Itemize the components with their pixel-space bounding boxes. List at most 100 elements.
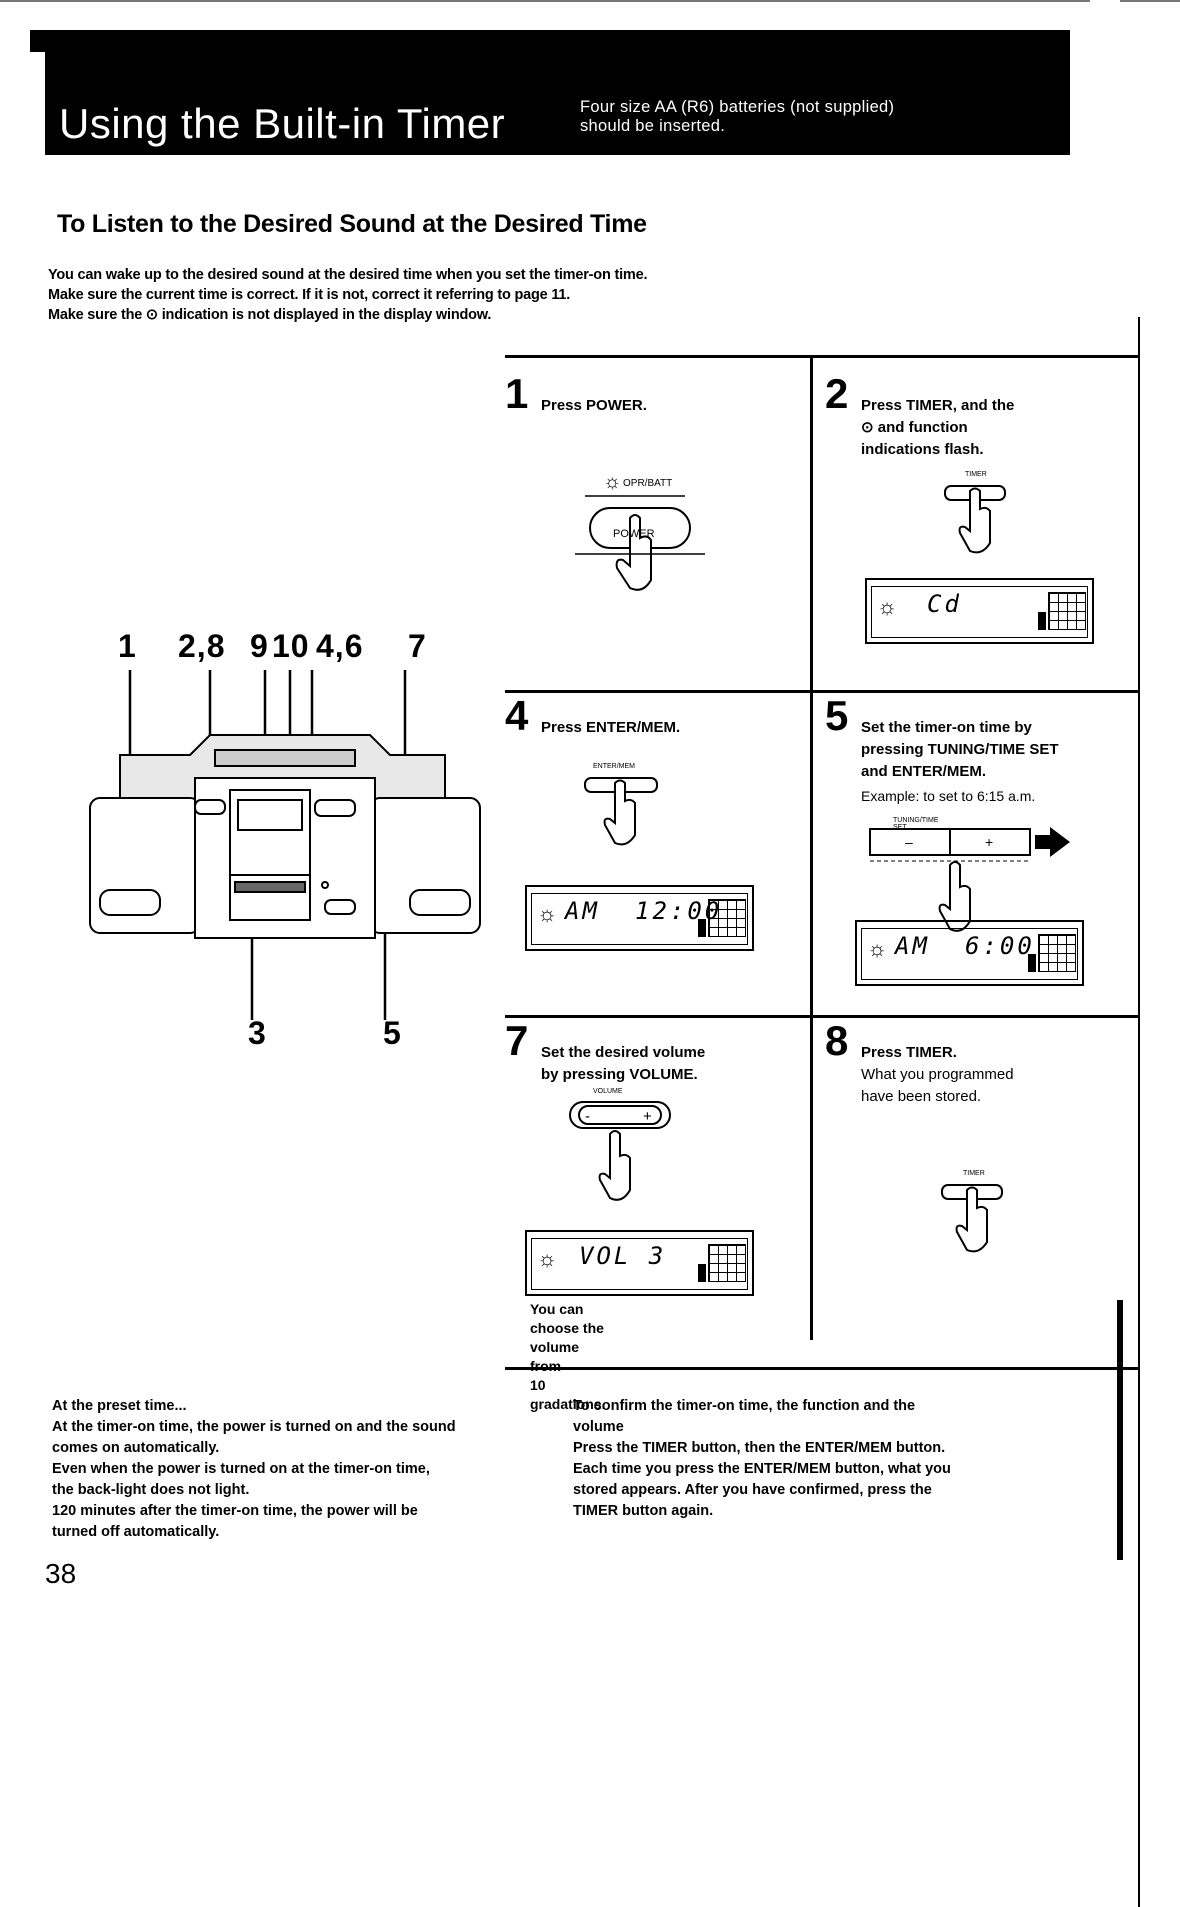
right-margin-thick-rule bbox=[1117, 1300, 1123, 1560]
lcd-ampm: AM bbox=[565, 897, 600, 925]
callout-label: 1 bbox=[118, 628, 137, 664]
step-instruction: Press TIMER. What you programmed have be… bbox=[861, 1042, 1014, 1108]
step-detail-line: What you programmed bbox=[861, 1066, 1014, 1083]
step-footnote: You can choose the volume from 10 gradat… bbox=[530, 1300, 605, 1414]
step-detail-line: have been stored. bbox=[861, 1088, 982, 1105]
lcd-level-grid bbox=[708, 1244, 746, 1282]
lcd-ampm: AM bbox=[895, 932, 930, 960]
lcd-readout: VOL 3 bbox=[579, 1242, 667, 1270]
step-number: 8 bbox=[825, 1017, 849, 1064]
lcd-frame bbox=[531, 893, 748, 945]
header-subtitle-line: Four size AA (R6) batteries (not supplie… bbox=[580, 98, 895, 116]
note-line: Even when the power is turned on at the … bbox=[52, 1461, 430, 1477]
note-heading: To confirm the timer-on time, the functi… bbox=[573, 1398, 916, 1414]
note-preset-time: At the preset time... At the timer-on ti… bbox=[52, 1396, 456, 1543]
callout-label: 4,6 bbox=[316, 628, 364, 664]
page-header: Using the Built-in Timer Four size AA (R… bbox=[45, 30, 1070, 155]
step-example: Example: to set to 6:15 a.m. bbox=[861, 788, 1036, 804]
step-instruction: Set the desired volume by pressing VOLUM… bbox=[541, 1042, 705, 1086]
note-heading: At the preset time... bbox=[52, 1398, 187, 1414]
page-title: Using the Built-in Timer bbox=[59, 100, 506, 147]
timer-button[interactable]: TIMER bbox=[963, 1170, 985, 1177]
tuning-button-illustration: – + bbox=[869, 827, 1070, 932]
note-line: turned off automatically. bbox=[52, 1524, 220, 1540]
indicator-label: OPR/BATT bbox=[623, 478, 673, 489]
step-instruction: Set the timer-on time by pressing TUNING… bbox=[861, 717, 1059, 807]
header-subtitle: Four size AA (R6) batteries (not supplie… bbox=[580, 98, 894, 136]
callout-label: 9 bbox=[250, 628, 269, 664]
note-line: Press the TIMER button, then the ENTER/M… bbox=[573, 1440, 946, 1456]
grid-divider bbox=[810, 355, 813, 1340]
step-instruction-line: Press TIMER. bbox=[861, 1044, 957, 1061]
step-number: 7 bbox=[505, 1017, 529, 1064]
lcd-readout: 6:00 bbox=[965, 932, 1035, 960]
volume-button-illustration: - + bbox=[569, 1101, 671, 1201]
lcd-level-grid bbox=[1048, 592, 1086, 630]
intro-line: Make sure the current time is correct. I… bbox=[48, 287, 571, 303]
timer-button-illustration bbox=[944, 485, 1006, 554]
lcd-readout: Cd bbox=[927, 590, 962, 618]
step-number: 1 bbox=[505, 370, 529, 417]
top-rule-right bbox=[1120, 0, 1180, 2]
step-number: 4 bbox=[505, 692, 529, 739]
step-instruction: Press TIMER, and the ⊙ and function indi… bbox=[861, 395, 1014, 461]
callout-label: 10 bbox=[272, 628, 310, 664]
grid-rule bbox=[505, 355, 1138, 358]
lcd-frame bbox=[861, 928, 1078, 980]
power-button[interactable]: POWER bbox=[613, 528, 655, 540]
intro-line: Make sure the ⊙ indication is not displa… bbox=[48, 307, 492, 323]
note-line: TIMER button again. bbox=[573, 1503, 714, 1519]
note-confirm-timer: To confirm the timer-on time, the functi… bbox=[573, 1396, 951, 1522]
grid-rule bbox=[505, 1015, 1138, 1018]
tuning-time-set-button[interactable]: TUNING/TIME SET bbox=[893, 817, 939, 831]
enter-mem-button[interactable]: ENTER/MEM bbox=[593, 763, 635, 770]
step-footnote-line: 10 gradations. bbox=[530, 1377, 606, 1412]
lcd-level-block bbox=[1028, 954, 1036, 972]
grid-rule bbox=[505, 1367, 1138, 1370]
intro-line: You can wake up to the desired sound at … bbox=[48, 267, 648, 283]
page-number: 38 bbox=[45, 1558, 77, 1589]
right-margin-rule bbox=[1138, 317, 1140, 1907]
timer-button-illustration bbox=[941, 1184, 1003, 1253]
sun-icon: ☼ bbox=[537, 901, 558, 926]
lcd-display: ☼ VOL 3 bbox=[525, 1230, 754, 1296]
grid-rule bbox=[505, 690, 1138, 693]
lcd-display: ☼ Cd bbox=[865, 578, 1094, 644]
step-instruction-line: pressing TUNING/TIME SET bbox=[861, 741, 1059, 758]
timer-button[interactable]: TIMER bbox=[965, 471, 987, 478]
svg-text:+: + bbox=[643, 1108, 652, 1125]
svg-text:-: - bbox=[585, 1108, 590, 1125]
lcd-level-grid bbox=[708, 899, 746, 937]
step-instruction-line: ⊙ and function bbox=[861, 419, 968, 436]
steps-grid: 1 Press POWER. ☼ OPR/BATT POWER 2 Press … bbox=[505, 355, 1138, 1412]
note-line: 120 minutes after the timer-on time, the… bbox=[52, 1503, 418, 1519]
lcd-level-block bbox=[698, 1264, 706, 1282]
note-line: At the timer-on time, the power is turne… bbox=[52, 1419, 456, 1435]
header-subtitle-line: should be inserted. bbox=[580, 117, 726, 135]
lcd-level-grid bbox=[1038, 934, 1076, 972]
step-instruction-line: by pressing VOLUME. bbox=[541, 1066, 698, 1083]
sun-icon: ☼ bbox=[877, 594, 898, 619]
lcd-level-block bbox=[1038, 612, 1046, 630]
step-instruction-line: Press TIMER, and the bbox=[861, 397, 1015, 414]
note-line: the back-light does not light. bbox=[52, 1482, 250, 1498]
note-line: stored appears. After you have confirmed… bbox=[573, 1482, 932, 1498]
lcd-frame bbox=[871, 586, 1088, 638]
svg-text:–: – bbox=[905, 834, 913, 850]
note-line: comes on automatically. bbox=[52, 1440, 220, 1456]
section-title: To Listen to the Desired Sound at the De… bbox=[57, 210, 647, 238]
top-rule bbox=[0, 0, 1090, 2]
lcd-frame bbox=[531, 1238, 748, 1290]
enter-mem-button-illustration bbox=[584, 777, 658, 846]
lcd-display: ☼ AM 12:00 bbox=[525, 885, 754, 951]
step-instruction-line: Set the desired volume bbox=[541, 1044, 706, 1061]
step-instruction-line: Press POWER. bbox=[541, 397, 647, 414]
sun-icon: ☼ bbox=[603, 471, 622, 493]
volume-button[interactable]: VOLUME bbox=[593, 1088, 623, 1095]
svg-text:+: + bbox=[985, 834, 993, 850]
callout-label: 3 bbox=[248, 1015, 266, 1051]
note-line: Each time you press the ENTER/MEM button… bbox=[573, 1461, 951, 1477]
step-instruction-line: indications flash. bbox=[861, 441, 984, 458]
step-instruction-line: Press ENTER/MEM. bbox=[541, 719, 681, 736]
callout-label: 2,8 bbox=[178, 628, 226, 664]
